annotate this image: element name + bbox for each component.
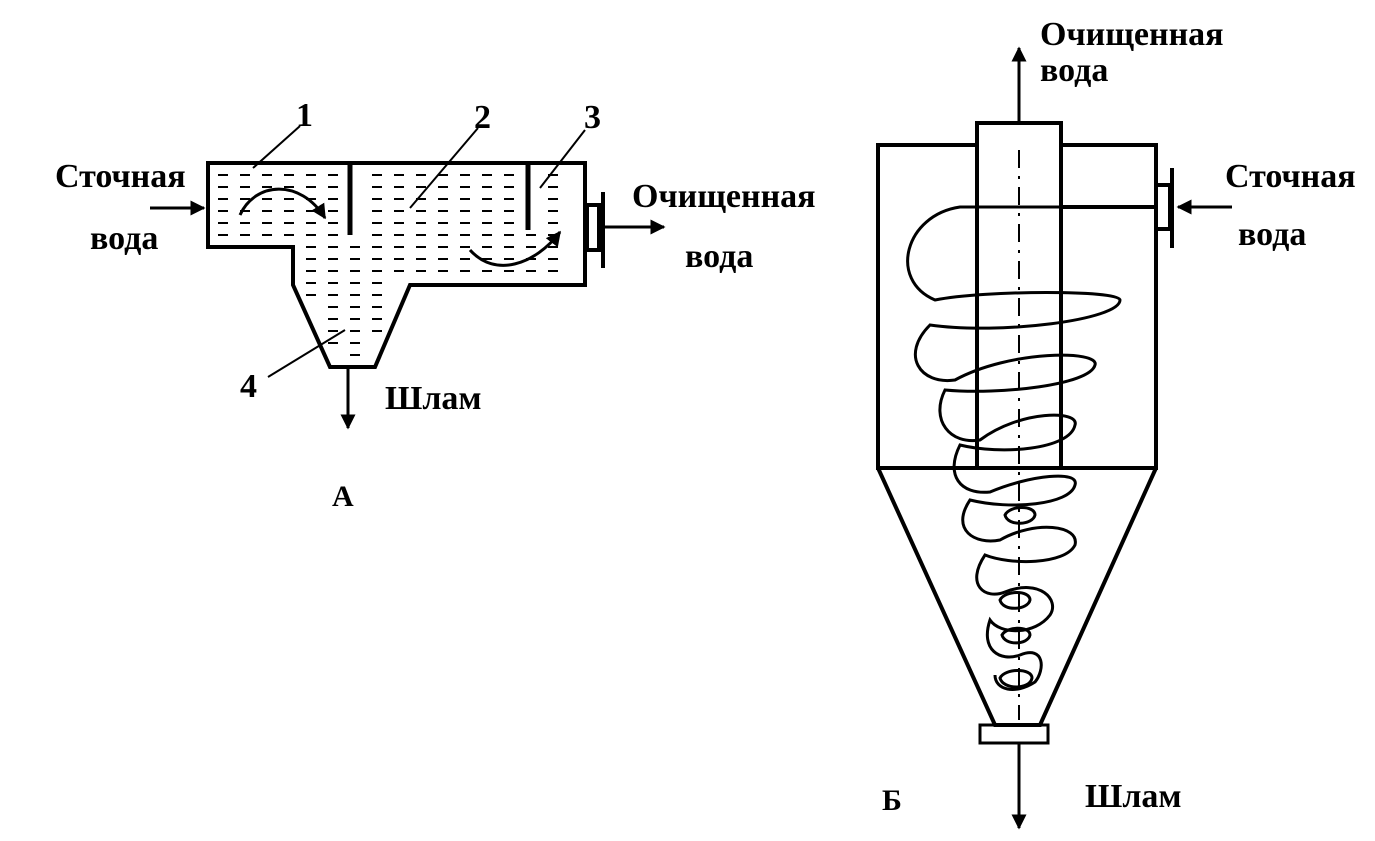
settler-a-inlet-label-line1: Сточная (55, 158, 186, 195)
settler-a-sludge-label: Шлам (385, 380, 482, 417)
settler-a-outlet-label-line2: вода (685, 238, 754, 275)
cyclone-caption: Б (882, 784, 902, 817)
settler-a-outlet-flange (585, 203, 601, 252)
settler-a (150, 125, 666, 430)
cyclone-outlet-label-line2: вода (1040, 52, 1109, 89)
cyclone-inlet-label-line1: Сточная (1225, 158, 1356, 195)
leader-1 (252, 125, 301, 169)
settler-a-number-1: 1 (296, 97, 313, 134)
settler-a-flow-arrow-1 (238, 187, 327, 220)
cyclone-spiral-flow (906, 205, 1156, 691)
cyclone-inlet-label-line2: вода (1238, 216, 1307, 253)
leader-4 (267, 329, 346, 378)
leader-2 (409, 127, 479, 209)
settler-a-caption: А (332, 480, 354, 513)
settler-a-flow-arrow-2 (468, 230, 562, 267)
cyclone-outlet-label-line1: Очищенная (1040, 16, 1224, 53)
cyclone-inlet-flange (1154, 183, 1172, 231)
hydrocyclone-b (876, 46, 1232, 830)
settler-a-water (218, 174, 558, 356)
cyclone-sludge-label: Шлам (1085, 778, 1182, 815)
settler-a-number-3: 3 (584, 99, 601, 136)
settler-a-inlet-label-line2: вода (90, 220, 159, 257)
settler-a-number-2: 2 (474, 99, 491, 136)
settler-a-outlet-label-line1: Очищенная (632, 178, 816, 215)
leader-3 (539, 129, 586, 189)
cyclone-bottom-nozzle (978, 723, 1050, 745)
settler-a-number-4: 4 (240, 368, 257, 405)
